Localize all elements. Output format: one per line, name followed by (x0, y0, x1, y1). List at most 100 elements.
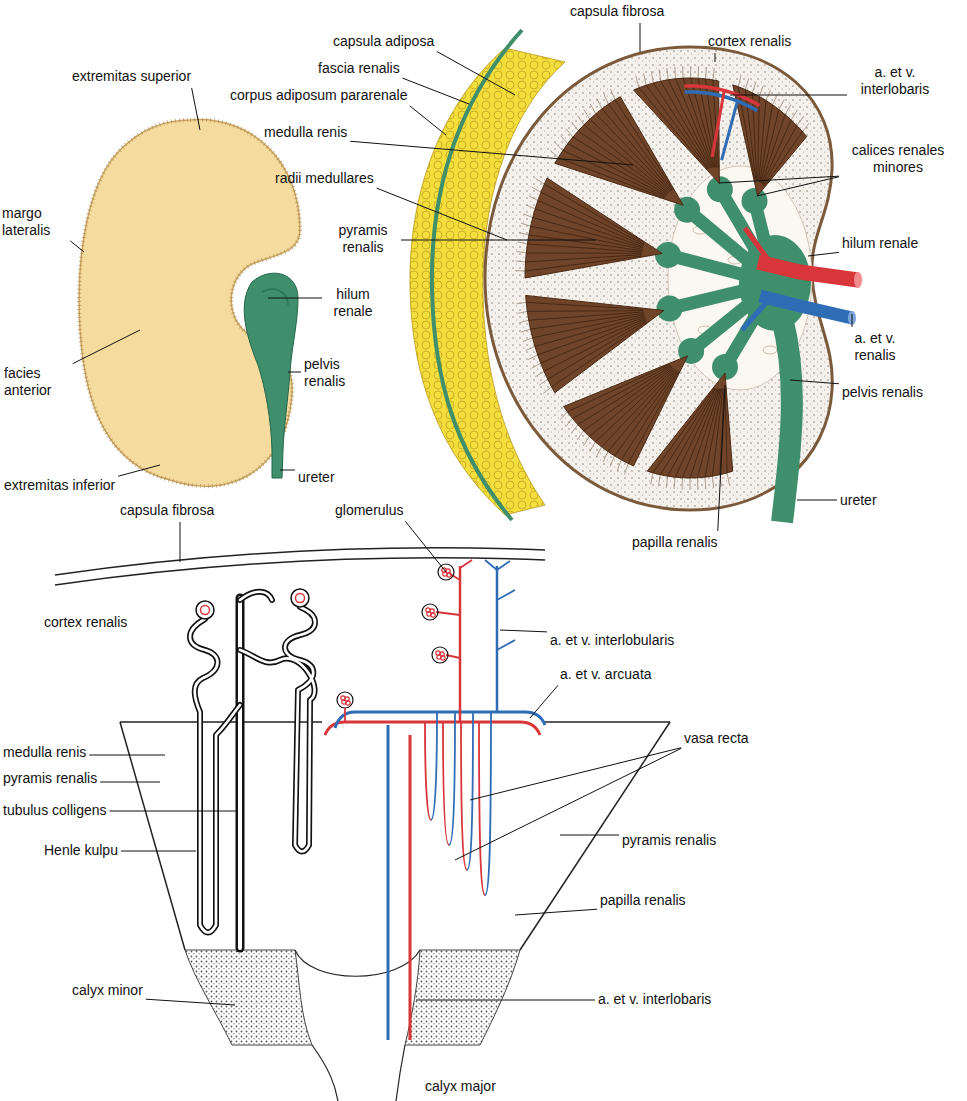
nephron-tubule-lumen (190, 619, 240, 933)
part-label: a. et v. renalis (845, 330, 905, 364)
renal-pyramid (555, 97, 683, 205)
part-label: glomerulus (335, 502, 403, 519)
pyramid-striation (683, 389, 719, 478)
kidney-anterior-view (79, 120, 300, 487)
pyramid-striation (725, 388, 727, 473)
leader-line (180, 522, 181, 562)
leader-line (797, 500, 837, 501)
leader-line (500, 630, 547, 632)
medullary-ray (571, 425, 578, 434)
vasa-recta-arterial (479, 722, 485, 895)
pyramid-striation (563, 151, 665, 198)
calyx-minor-wall (185, 950, 312, 1045)
part-label: a. et v. interlobaris (598, 991, 711, 1008)
fibrous-capsule-line (55, 558, 545, 585)
interlobular-artery (459, 566, 462, 722)
medullary-ray (539, 379, 548, 385)
pyramid-outline (120, 721, 322, 723)
pyramid-striation (526, 252, 642, 253)
part-label: ureter (298, 469, 335, 486)
pelvis-shade (262, 289, 288, 305)
medullary-ray (572, 122, 579, 131)
pyramid-striation (538, 200, 644, 245)
medullary-ray (560, 412, 567, 420)
nephron-tubule-lumen (240, 607, 315, 852)
leader-line (89, 755, 165, 756)
leader-line (73, 330, 140, 364)
pyramid-striation (653, 388, 714, 473)
sinus-fat (763, 346, 777, 354)
medullary-ray (603, 452, 608, 462)
interlobular-vein (496, 566, 499, 712)
pyramid-striation (526, 302, 643, 309)
glomerular-loop (431, 613, 435, 617)
medullary-ray (543, 387, 551, 394)
pyramid-striation (720, 388, 724, 474)
medullary-ray (583, 436, 589, 446)
part-label: hilum renale (325, 286, 381, 320)
kidney-edge-stipple (79, 120, 300, 487)
part-label: medulla renis (264, 124, 347, 141)
pyramid-striation (660, 388, 715, 474)
leader-line (402, 78, 469, 104)
leader-line (640, 23, 641, 52)
afferent-branch (344, 708, 346, 722)
interlobar-artery (409, 735, 412, 1040)
leader-line (146, 999, 235, 1005)
ureter (782, 318, 792, 522)
pyramid-striation (590, 119, 669, 192)
part-label: a. et v. interlobaris (850, 64, 940, 98)
vein-branch (742, 298, 770, 330)
medullary-ray (611, 89, 615, 100)
medullary-ray (519, 320, 529, 323)
leader-line (410, 106, 446, 135)
medullary-ray (523, 338, 532, 342)
medullary-ray (532, 187, 541, 192)
medullary-ray (617, 460, 621, 471)
pyramid-striation (609, 104, 673, 190)
interlobar-vein (387, 725, 390, 1040)
part-label: cortex renalis (44, 614, 127, 631)
part-label: tubulus colligens (3, 802, 107, 819)
medullary-ray (644, 74, 647, 86)
medullary-ray (597, 99, 602, 109)
interlobar-vein (722, 101, 738, 160)
leader-line (100, 782, 160, 783)
venous-branch (485, 560, 497, 570)
part-label: margo lateralis (2, 205, 68, 239)
pyramid-striation (567, 364, 669, 412)
venous-branch (497, 590, 515, 600)
medullary-ray (773, 94, 778, 104)
medullary-ray (584, 110, 590, 120)
part-label: facies anterior (4, 365, 70, 399)
medullary-ray (690, 478, 691, 490)
medullary-ray (791, 110, 797, 119)
leader-line (288, 372, 301, 373)
part-label: papilla renalis (632, 534, 718, 551)
medullary-ray (697, 478, 698, 490)
renal-pyramid (647, 373, 732, 478)
medullary-ray (712, 476, 713, 488)
pyramid-striation (544, 320, 646, 372)
part-label: hilum renale (842, 235, 918, 252)
medullary-ray (518, 242, 528, 244)
connecting-tubule (240, 592, 272, 600)
medullary-ray (529, 196, 538, 201)
leader-line (718, 385, 725, 531)
medullary-ray (536, 178, 545, 184)
medullary-ray (578, 116, 584, 125)
pyramid-striation (548, 321, 647, 379)
part-label: pyramis renalis (622, 832, 716, 849)
bowman-capsule (291, 589, 309, 607)
leader-line (757, 177, 839, 196)
leader-line (470, 748, 681, 800)
medullary-ray (682, 478, 683, 490)
leader-line (719, 176, 839, 183)
leader-line (790, 380, 839, 384)
leader-line (416, 1000, 595, 1001)
renal-pyramid (525, 178, 662, 278)
artery-cut-end (854, 272, 862, 288)
calyx-minor-wall (405, 950, 520, 1045)
medullary-ray (674, 67, 676, 79)
